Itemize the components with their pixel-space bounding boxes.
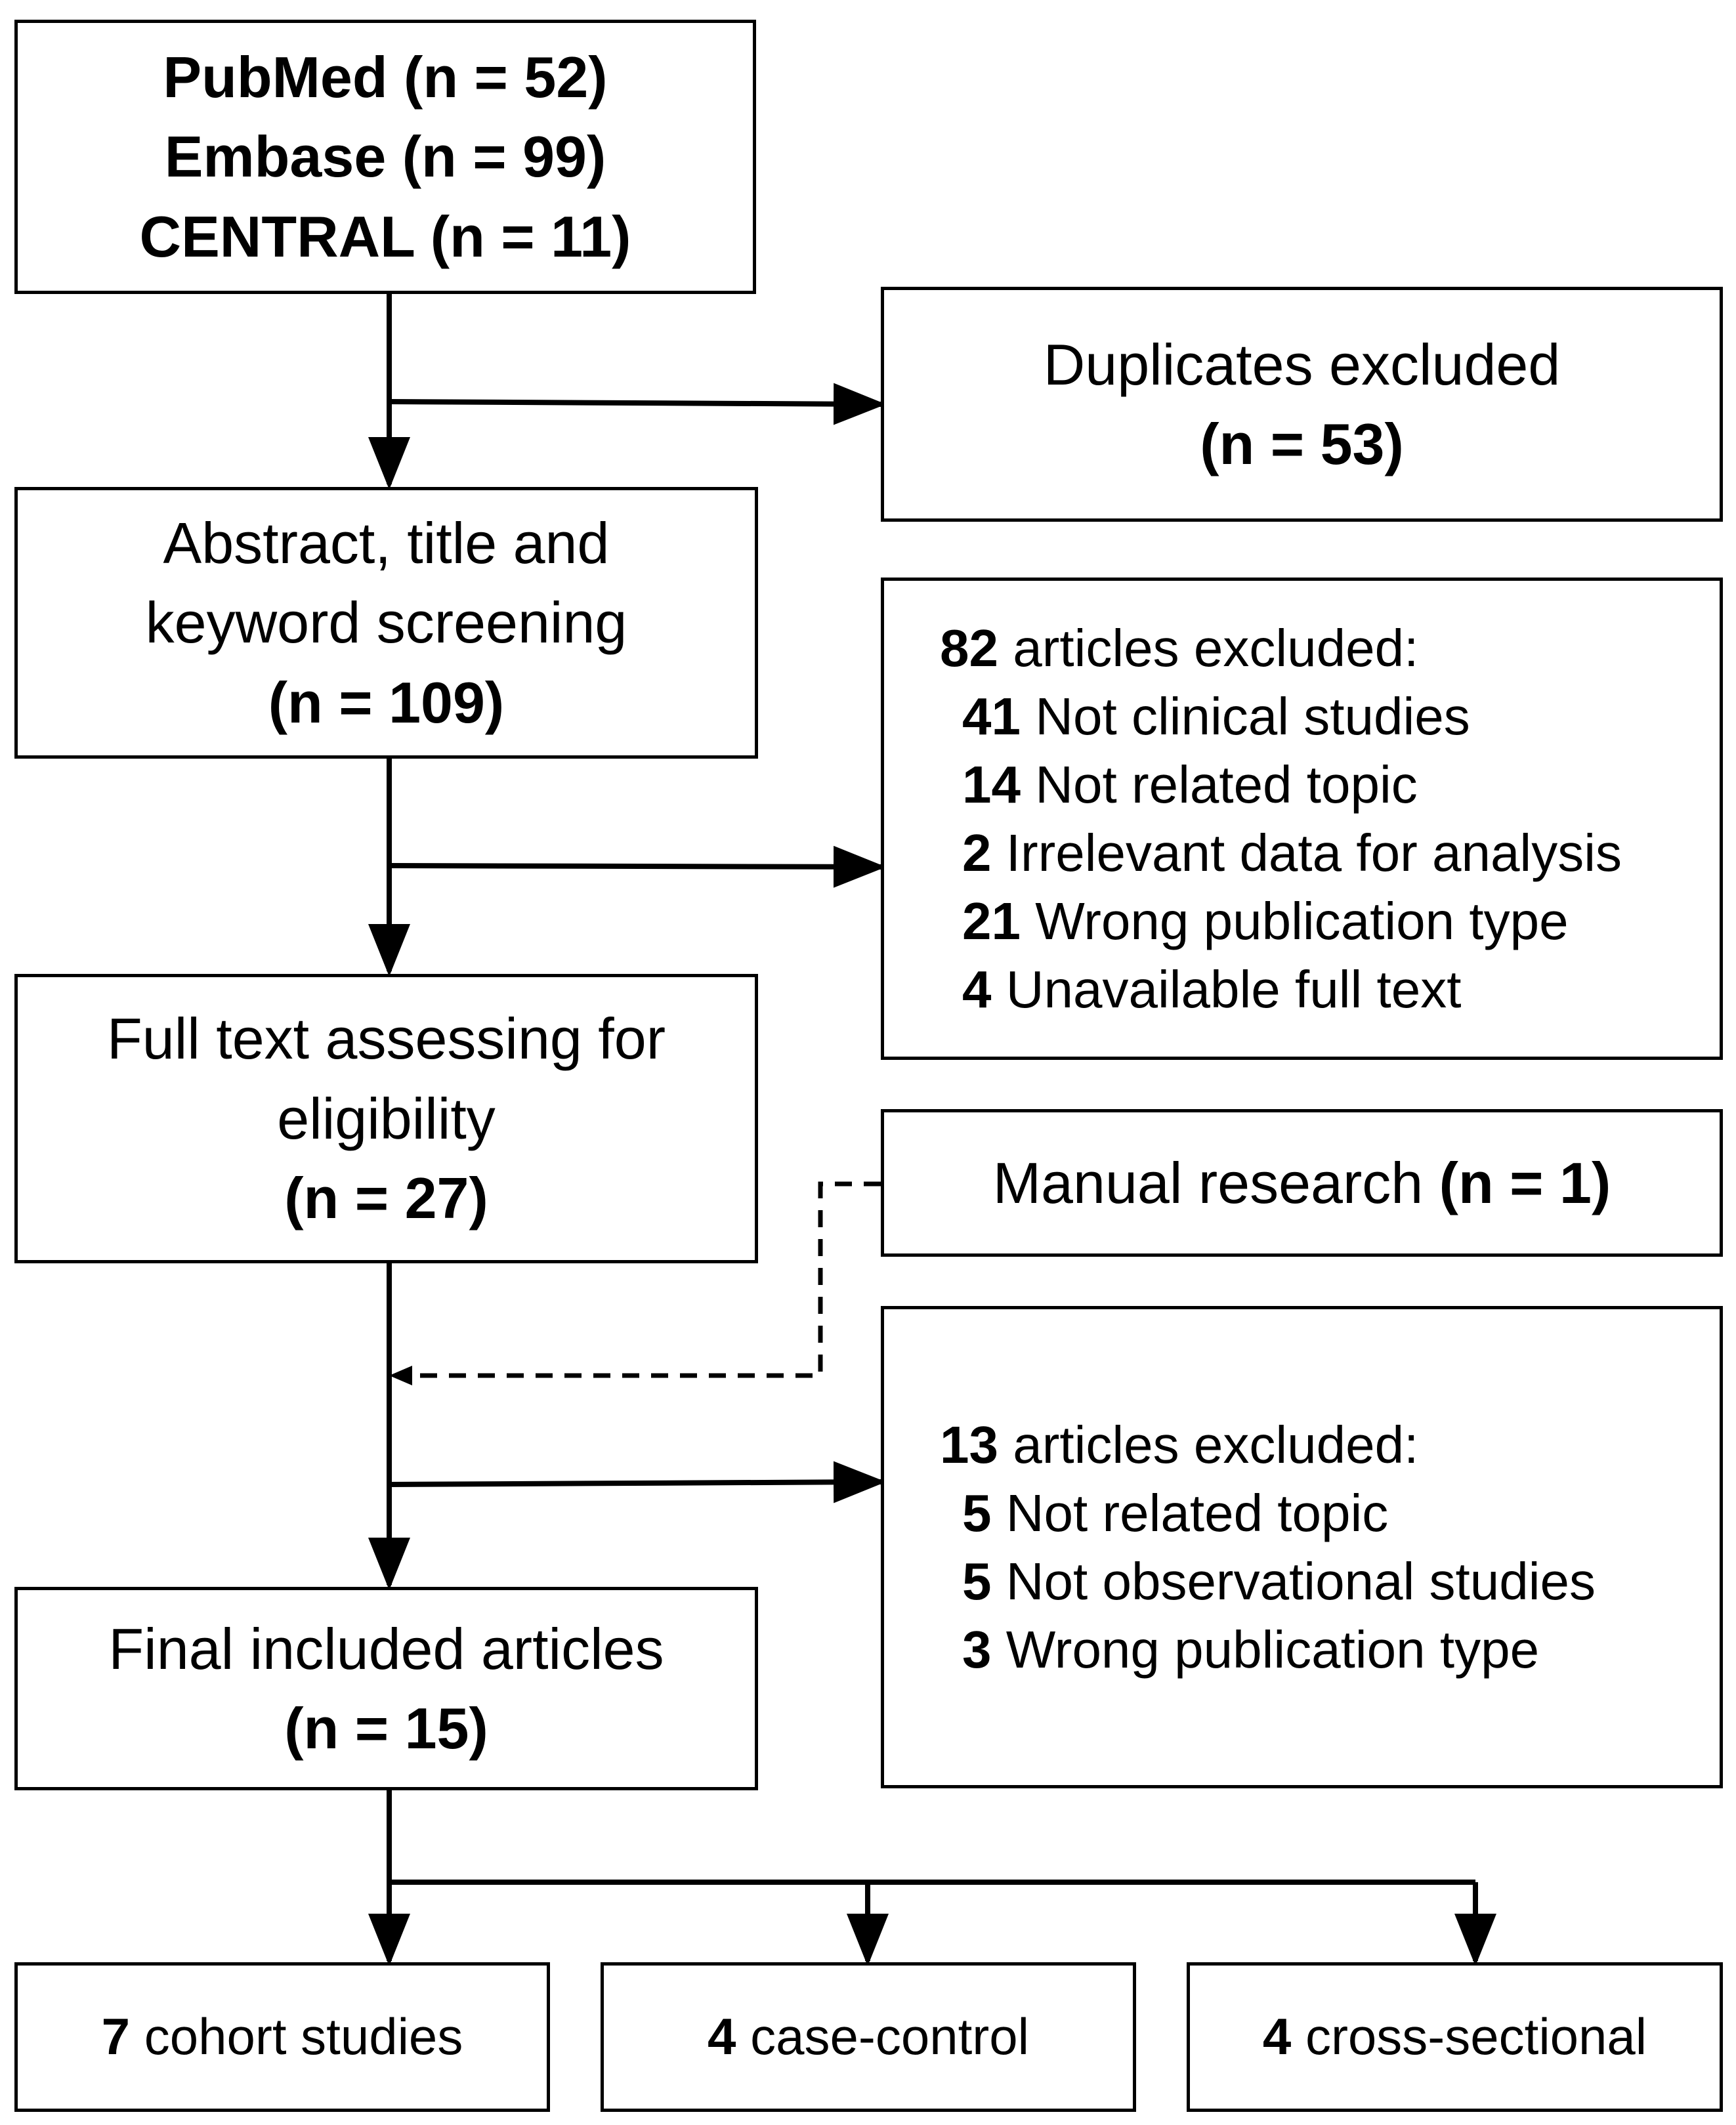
final-count: (n = 15) (284, 1696, 488, 1761)
screen-excluded-header: 82 articles excluded: (940, 618, 1419, 677)
screen-excluded-item: 2 Irrelevant data for analysis (962, 823, 1622, 882)
connector-manual-arrowhead (389, 1366, 412, 1385)
manual-research-box: Manual research (n = 1) (881, 1109, 1723, 1257)
final-box: Final included articles (n = 15) (14, 1587, 758, 1790)
full-excluded-header: 13 articles excluded: (940, 1415, 1419, 1474)
screening-count: (n = 109) (268, 669, 505, 735)
screening-line1: Abstract, title and (163, 510, 610, 576)
fulltext-line2: eligibility (277, 1085, 496, 1151)
fulltext-count: (n = 27) (284, 1166, 488, 1231)
screen-excluded-item: 21 Wrong publication type (962, 891, 1569, 950)
design-box-cross-sectional: 4 cross-sectional (1187, 1962, 1723, 2112)
design-cross-sectional-text: 4 cross-sectional (1262, 2008, 1647, 2066)
design-case-control-text: 4 case-control (708, 2008, 1029, 2066)
connector-to-full-excluded (389, 1461, 886, 1504)
source-central: CENTRAL (n = 11) (139, 203, 631, 269)
source-embase: Embase (n = 99) (164, 124, 606, 190)
duplicates-count: (n = 53) (1200, 411, 1404, 476)
connector-to-duplicates (389, 383, 886, 425)
full-excluded-item: 5 Not observational studies (962, 1551, 1596, 1610)
source-pubmed: PubMed (n = 52) (163, 44, 608, 110)
duplicates-box: Duplicates excluded (n = 53) (881, 287, 1723, 522)
full-excluded-item: 3 Wrong publication type (962, 1620, 1540, 1679)
design-box-case-control: 4 case-control (601, 1962, 1136, 2112)
full-excluded-item: 5 Not related topic (962, 1483, 1389, 1542)
design-box-cohort: 7 cohort studies (14, 1962, 550, 2112)
screen-excluded-item: 41 Not clinical studies (962, 686, 1470, 746)
screening-line2: keyword screening (145, 590, 627, 656)
connector-manual-research (404, 1181, 881, 1378)
final-label: Final included articles (108, 1616, 664, 1681)
screening-box: Abstract, title and keyword screening (n… (14, 487, 758, 759)
fulltext-box: Full text assessing for eligibility (n =… (14, 974, 758, 1263)
design-cohort-text: 7 cohort studies (101, 2008, 463, 2066)
screen-excluded-item: 14 Not related topic (962, 755, 1418, 814)
fulltext-line1: Full text assessing for (107, 1006, 666, 1072)
connector-to-screen-excluded (389, 845, 886, 888)
duplicates-label: Duplicates excluded (1043, 331, 1561, 397)
sources-box: PubMed (n = 52) Embase (n = 99) CENTRAL … (14, 20, 756, 294)
full-excluded-box: 13 articles excluded: 5 Not related topi… (881, 1306, 1723, 1788)
screen-excluded-item: 4 Unavailable full text (962, 959, 1462, 1019)
screen-excluded-box: 82 articles excluded: 41 Not clinical st… (881, 578, 1723, 1060)
manual-research-text: Manual research (n = 1) (992, 1150, 1611, 1215)
